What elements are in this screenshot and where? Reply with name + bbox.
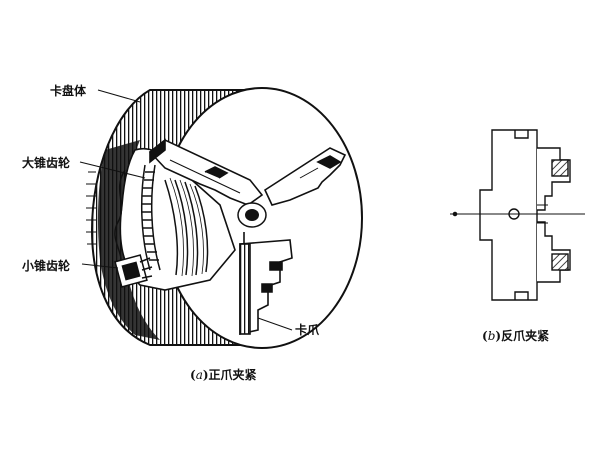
scale-ticks xyxy=(86,171,96,245)
reverse-jaw-bottom xyxy=(537,221,571,283)
caption-a: (a)正爪夹紧 xyxy=(190,368,257,382)
label-large-bevel-gear: 大锥齿轮 xyxy=(22,156,71,170)
caption-a-text: 正爪夹紧 xyxy=(208,368,257,382)
large-bevel-gear xyxy=(141,164,209,277)
label-chuck-body: 卡盘体 xyxy=(50,84,87,98)
leader-lines xyxy=(79,89,293,331)
caption-b-text: 反爪夹紧 xyxy=(501,329,550,343)
caption-a-letter: a xyxy=(195,368,203,382)
chuck-a xyxy=(79,87,363,349)
jaw-lower xyxy=(239,232,293,335)
label-jaw: 卡爪 xyxy=(295,323,320,337)
small-bevel-gear xyxy=(114,254,153,288)
reverse-jaw-top xyxy=(537,147,571,211)
label-small-bevel-gear: 小锥齿轮 xyxy=(22,259,71,273)
jaw-upper-right xyxy=(263,147,347,206)
jaw-upper-left xyxy=(148,138,264,206)
chuck-b-section xyxy=(450,129,585,301)
caption-b-letter: b xyxy=(487,329,496,343)
caption-b: (b)反爪夹紧 xyxy=(482,329,550,343)
